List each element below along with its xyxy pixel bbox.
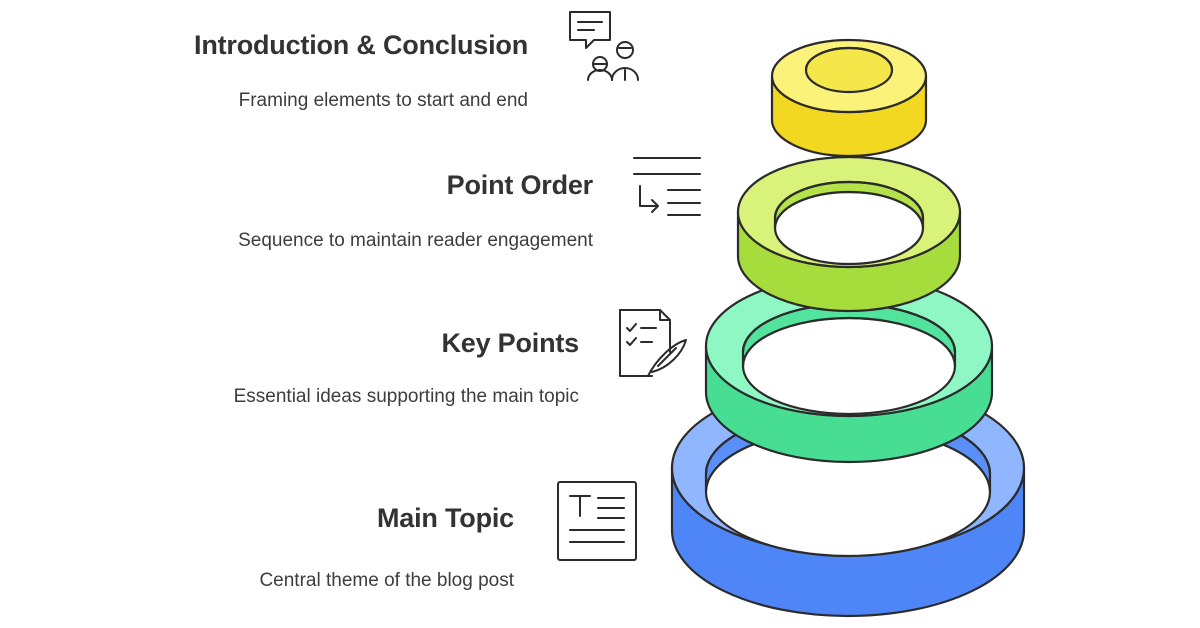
layer-title-point-order: Point Order [446, 170, 594, 200]
layer-title-main-topic: Main Topic [377, 503, 514, 533]
layer-description-main-topic: Central theme of the blog post [259, 570, 514, 591]
conversation-icon [569, 11, 639, 81]
layer-description-point-order: Sequence to maintain reader engagement [238, 230, 593, 251]
layer-description-intro-conclusion: Framing elements to start and end [238, 90, 528, 111]
ring-point-order [736, 155, 962, 313]
text-document-icon [557, 481, 637, 561]
checklist-quill-icon [619, 309, 687, 377]
layer-description-key-points: Essential ideas supporting the main topi… [233, 386, 579, 407]
layer-title-intro-conclusion: Introduction & Conclusion [194, 30, 528, 60]
ring-intro-conclusion [770, 38, 928, 158]
sort-list-icon [633, 157, 701, 216]
layer-title-key-points: Key Points [441, 328, 579, 358]
